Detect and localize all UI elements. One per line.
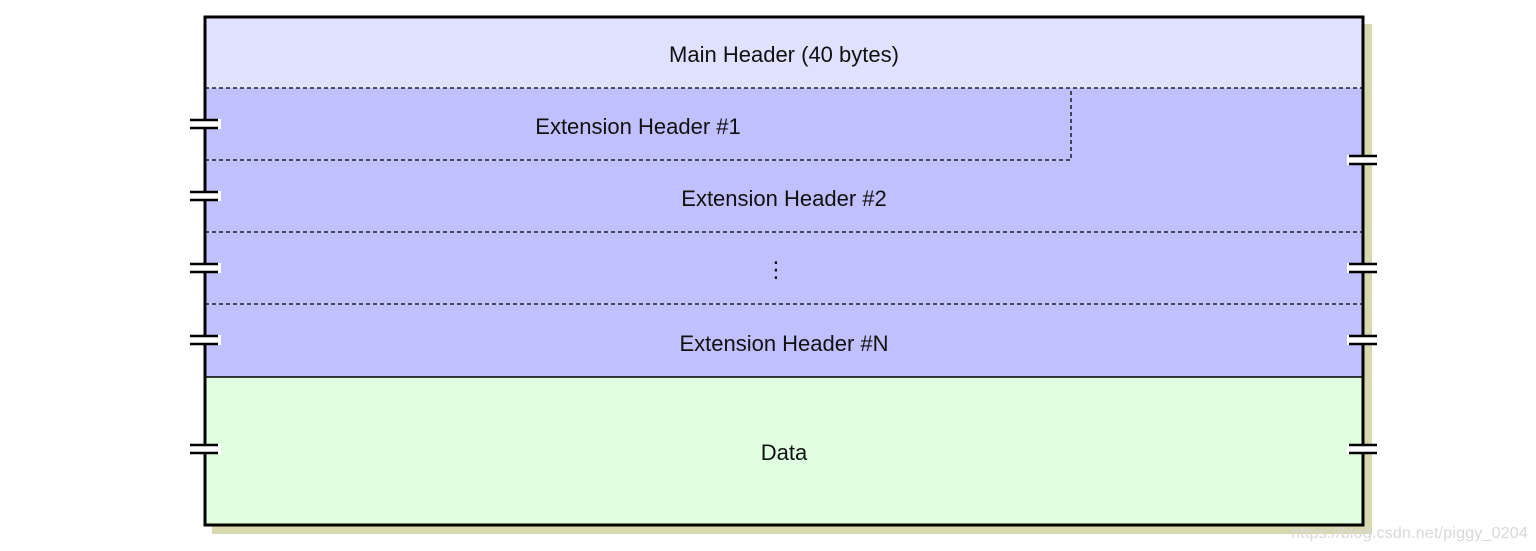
break-mark-icon — [1347, 443, 1379, 455]
data-label: Data — [761, 440, 808, 465]
dashed-separators — [205, 87, 1363, 305]
watermark: https://blog.csdn.net/piggy_0204 — [1291, 525, 1528, 542]
extension-header-n-label: Extension Header #N — [679, 331, 888, 356]
main-header-block — [205, 17, 1363, 88]
break-mark-icon — [1347, 262, 1379, 274]
ellipsis-label: ⋮ — [765, 257, 787, 282]
break-mark-icon — [189, 118, 221, 130]
break-mark-icon — [189, 190, 221, 202]
break-mark-icon — [189, 443, 221, 455]
left-break-marks — [189, 118, 221, 455]
main-header-label: Main Header (40 bytes) — [669, 42, 899, 67]
extension-header-2-label: Extension Header #2 — [681, 186, 886, 211]
break-mark-icon — [1347, 334, 1379, 346]
break-mark-icon — [189, 262, 221, 274]
data-block — [205, 377, 1363, 525]
right-break-marks — [1347, 154, 1379, 455]
separator-ext1-box — [205, 88, 1072, 161]
extension-header-1-label: Extension Header #1 — [535, 114, 740, 139]
break-mark-icon — [1347, 154, 1379, 166]
break-mark-icon — [189, 334, 221, 346]
